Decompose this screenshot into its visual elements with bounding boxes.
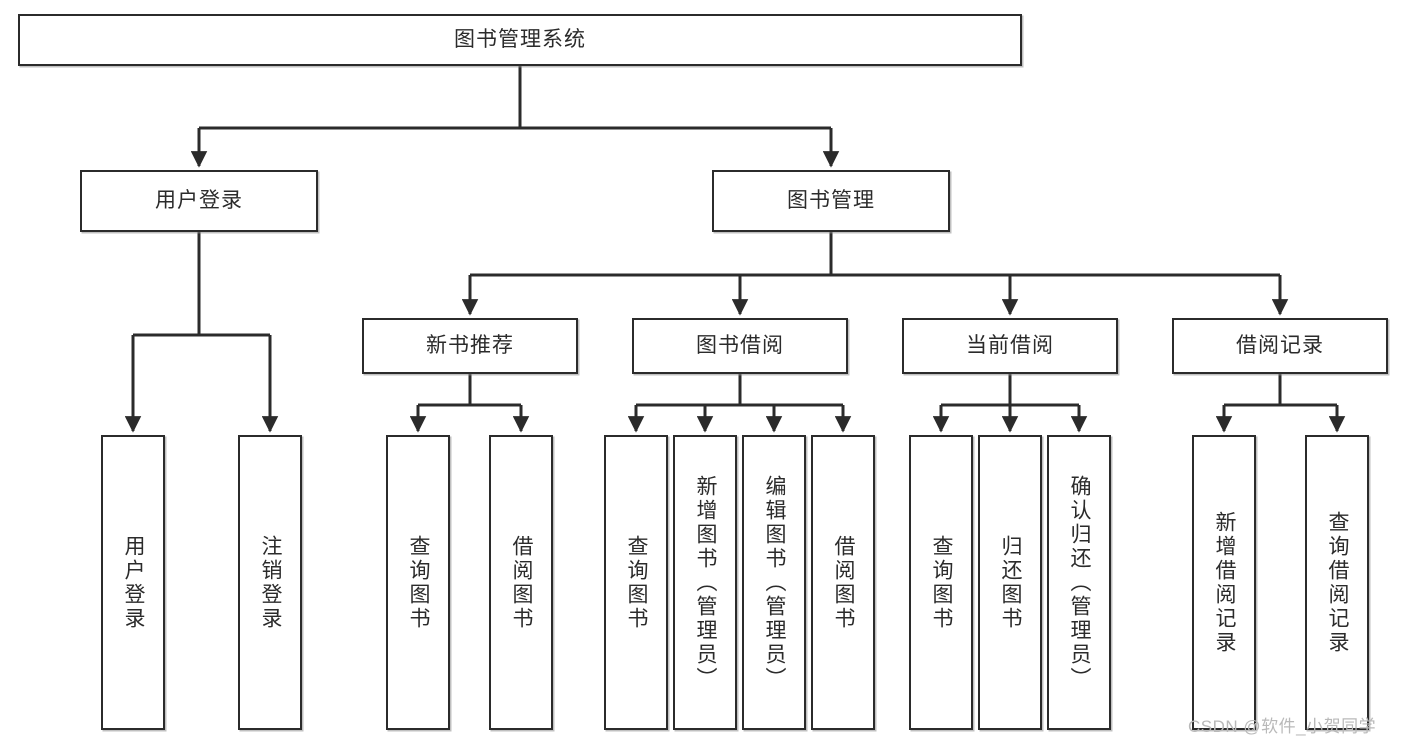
leaf-edit-book-admin[interactable]: 编辑图书（管理员） bbox=[742, 435, 806, 730]
node-label: 图书管理 bbox=[787, 189, 875, 213]
leaf-query-book-2[interactable]: 查询图书 bbox=[604, 435, 668, 730]
leaf-add-book-admin[interactable]: 新增图书（管理员） bbox=[673, 435, 737, 730]
node-book-management[interactable]: 图书管理 bbox=[712, 170, 950, 232]
node-label: 查询图书 bbox=[930, 534, 954, 631]
leaf-confirm-return-admin[interactable]: 确认归还（管理员） bbox=[1047, 435, 1111, 730]
node-new-book-recommend[interactable]: 新书推荐 bbox=[362, 318, 578, 374]
node-label: 注销登录 bbox=[259, 534, 283, 631]
leaf-borrow-book-1[interactable]: 借阅图书 bbox=[489, 435, 553, 730]
node-label: 查询图书 bbox=[407, 534, 431, 631]
node-label: 编辑图书（管理员） bbox=[763, 474, 787, 691]
leaf-logout[interactable]: 注销登录 bbox=[238, 435, 302, 730]
node-label: 图书管理系统 bbox=[454, 28, 586, 52]
node-current-borrow[interactable]: 当前借阅 bbox=[902, 318, 1118, 374]
leaf-query-borrow-record[interactable]: 查询借阅记录 bbox=[1305, 435, 1369, 730]
leaf-add-borrow-record[interactable]: 新增借阅记录 bbox=[1192, 435, 1256, 730]
node-root[interactable]: 图书管理系统 bbox=[18, 14, 1022, 66]
csdn-watermark: CSDN @软件_小贺同学 bbox=[1188, 717, 1377, 736]
node-label: 归还图书 bbox=[999, 534, 1023, 631]
node-user-login[interactable]: 用户登录 bbox=[80, 170, 318, 232]
node-label: 用户登录 bbox=[155, 189, 243, 213]
leaf-user-login[interactable]: 用户登录 bbox=[101, 435, 165, 730]
node-label: 借阅图书 bbox=[832, 534, 856, 631]
node-book-borrow[interactable]: 图书借阅 bbox=[632, 318, 848, 374]
node-label: 查询借阅记录 bbox=[1326, 510, 1350, 655]
leaf-borrow-book-2[interactable]: 借阅图书 bbox=[811, 435, 875, 730]
node-label: 查询图书 bbox=[625, 534, 649, 631]
node-label: 借阅记录 bbox=[1236, 334, 1324, 358]
node-label: 新书推荐 bbox=[426, 334, 514, 358]
node-label: 确认归还（管理员） bbox=[1068, 474, 1092, 691]
node-borrow-record[interactable]: 借阅记录 bbox=[1172, 318, 1388, 374]
leaf-query-book-1[interactable]: 查询图书 bbox=[386, 435, 450, 730]
node-label: 新增图书（管理员） bbox=[694, 474, 718, 691]
node-label: 借阅图书 bbox=[510, 534, 534, 631]
node-label: 用户登录 bbox=[122, 534, 146, 631]
node-label: 图书借阅 bbox=[696, 334, 784, 358]
leaf-query-book-3[interactable]: 查询图书 bbox=[909, 435, 973, 730]
node-label: 当前借阅 bbox=[966, 334, 1054, 358]
node-label: 新增借阅记录 bbox=[1213, 510, 1237, 655]
leaf-return-book[interactable]: 归还图书 bbox=[978, 435, 1042, 730]
